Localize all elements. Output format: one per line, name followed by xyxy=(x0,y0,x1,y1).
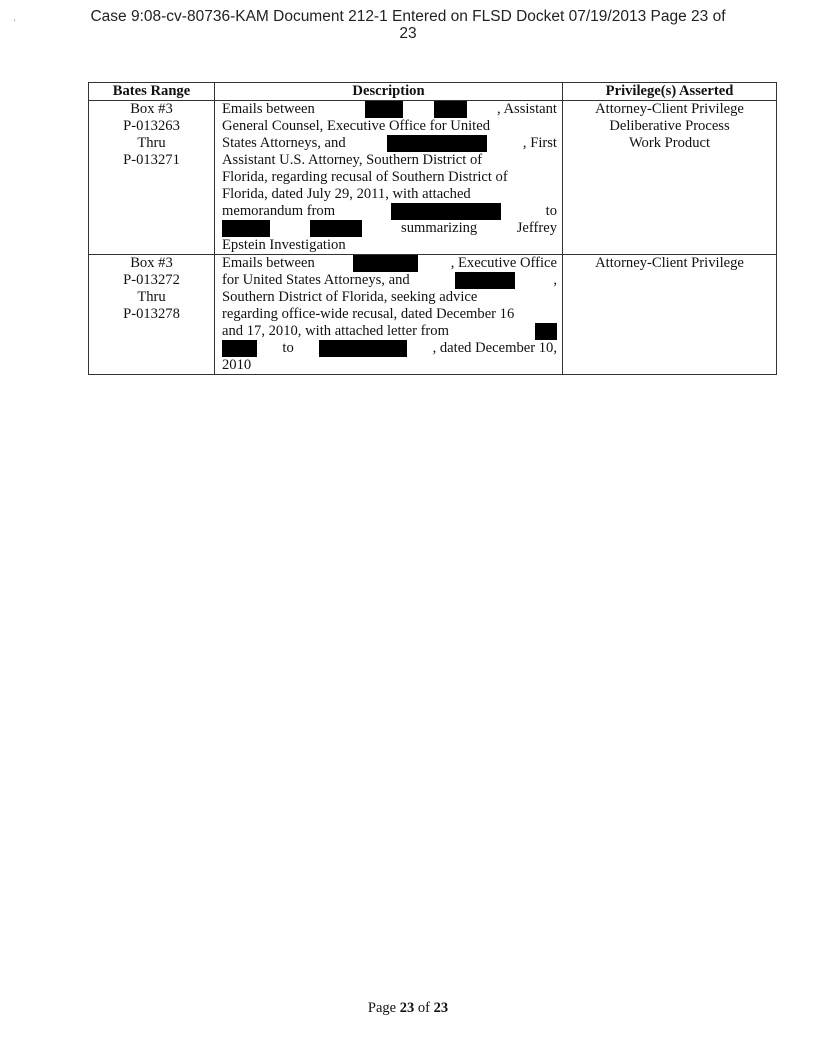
privilege: Work Product xyxy=(628,135,711,151)
redaction xyxy=(222,340,257,357)
desc-text: States Attorneys, and xyxy=(222,135,346,151)
bates-box: Box #3 xyxy=(130,255,173,271)
header-privileges: Privilege(s) Asserted xyxy=(562,82,777,101)
table-row: Box #3 P-013263 Thru P-013271 Emails bet… xyxy=(88,100,777,255)
desc-text: Emails between xyxy=(222,255,315,271)
footer-page-number: 23 xyxy=(399,1000,415,1016)
header-description: Description xyxy=(214,82,563,101)
desc-text: Florida, dated July 29, 2011, with attac… xyxy=(222,186,471,202)
redaction xyxy=(535,323,557,340)
bates-end: P-013271 xyxy=(123,152,180,168)
bates-start: P-013263 xyxy=(123,118,180,134)
redaction xyxy=(387,135,488,152)
table-header-row: Bates Range Description Privilege(s) Ass… xyxy=(88,82,777,101)
desc-text: , xyxy=(553,272,557,288)
desc-text: to xyxy=(545,203,557,219)
bates-range-cell: Box #3 P-013263 Thru P-013271 xyxy=(88,100,215,255)
redaction xyxy=(319,340,408,357)
bates-range-cell: Box #3 P-013272 Thru P-013278 xyxy=(88,254,215,375)
footer-prefix: Page xyxy=(367,1000,400,1016)
page-footer: Page 23 of 23 xyxy=(0,1000,816,1017)
desc-text: Emails between xyxy=(222,101,315,117)
redaction xyxy=(391,203,502,220)
redaction xyxy=(365,101,404,118)
desc-text: Southern District of Florida, seeking ad… xyxy=(222,289,478,305)
desc-text: 2010 xyxy=(222,357,252,373)
redaction xyxy=(433,101,467,118)
desc-text: , dated December 10, xyxy=(432,340,557,356)
privilege: Deliberative Process xyxy=(609,118,730,134)
court-filing-header: Case 9:08-cv-80736-KAM Document 212-1 En… xyxy=(0,8,816,42)
desc-text: for United States Attorneys, and xyxy=(222,272,410,288)
privilege: Attorney-Client Privilege xyxy=(595,101,744,117)
desc-text: , First xyxy=(522,135,557,151)
redaction xyxy=(309,220,362,237)
desc-text: memorandum from xyxy=(222,203,336,219)
desc-text: regarding office-wide recusal, dated Dec… xyxy=(222,306,515,322)
redaction xyxy=(353,255,419,272)
privilege-log-table: Bates Range Description Privilege(s) Ass… xyxy=(88,82,777,375)
table-row: Box #3 P-013272 Thru P-013278 Emails bet… xyxy=(88,254,777,375)
redaction xyxy=(222,220,270,237)
filing-header-line: Case 9:08-cv-80736-KAM Document 212-1 En… xyxy=(90,8,726,25)
redaction xyxy=(454,272,515,289)
desc-text: Florida, regarding recusal of Southern D… xyxy=(222,169,508,185)
description-cell: Emails between , Executive Office for Uni… xyxy=(214,254,563,375)
bates-end: P-013278 xyxy=(123,306,180,322)
footer-of: of xyxy=(414,1000,434,1016)
bates-start: P-013272 xyxy=(123,272,180,288)
desc-text: , Assistant xyxy=(496,101,557,117)
desc-text: summarizing xyxy=(401,220,478,236)
description-cell: Emails between , Assistant General Counse… xyxy=(214,100,563,255)
desc-text: Epstein Investigation xyxy=(222,237,346,253)
desc-text: General Counsel, Executive Office for Un… xyxy=(222,118,490,134)
filing-header-page-total: 23 xyxy=(399,25,417,42)
bates-thru: Thru xyxy=(137,289,166,305)
footer-page-total: 23 xyxy=(433,1000,449,1016)
desc-text: to xyxy=(282,340,294,356)
desc-text: Assistant U.S. Attorney, Southern Distri… xyxy=(222,152,483,168)
desc-text: , Executive Office xyxy=(450,255,557,271)
header-bates-range: Bates Range xyxy=(88,82,215,101)
desc-text: and 17, 2010, with attached letter from xyxy=(222,323,449,339)
privileges-cell: Attorney-Client Privilege Deliberative P… xyxy=(562,100,777,255)
scan-mark: ' xyxy=(14,18,16,27)
bates-thru: Thru xyxy=(137,135,166,151)
privileges-cell: Attorney-Client Privilege xyxy=(562,254,777,375)
bates-box: Box #3 xyxy=(130,101,173,117)
desc-text: Jeffrey xyxy=(516,220,557,236)
privilege: Attorney-Client Privilege xyxy=(595,255,744,271)
